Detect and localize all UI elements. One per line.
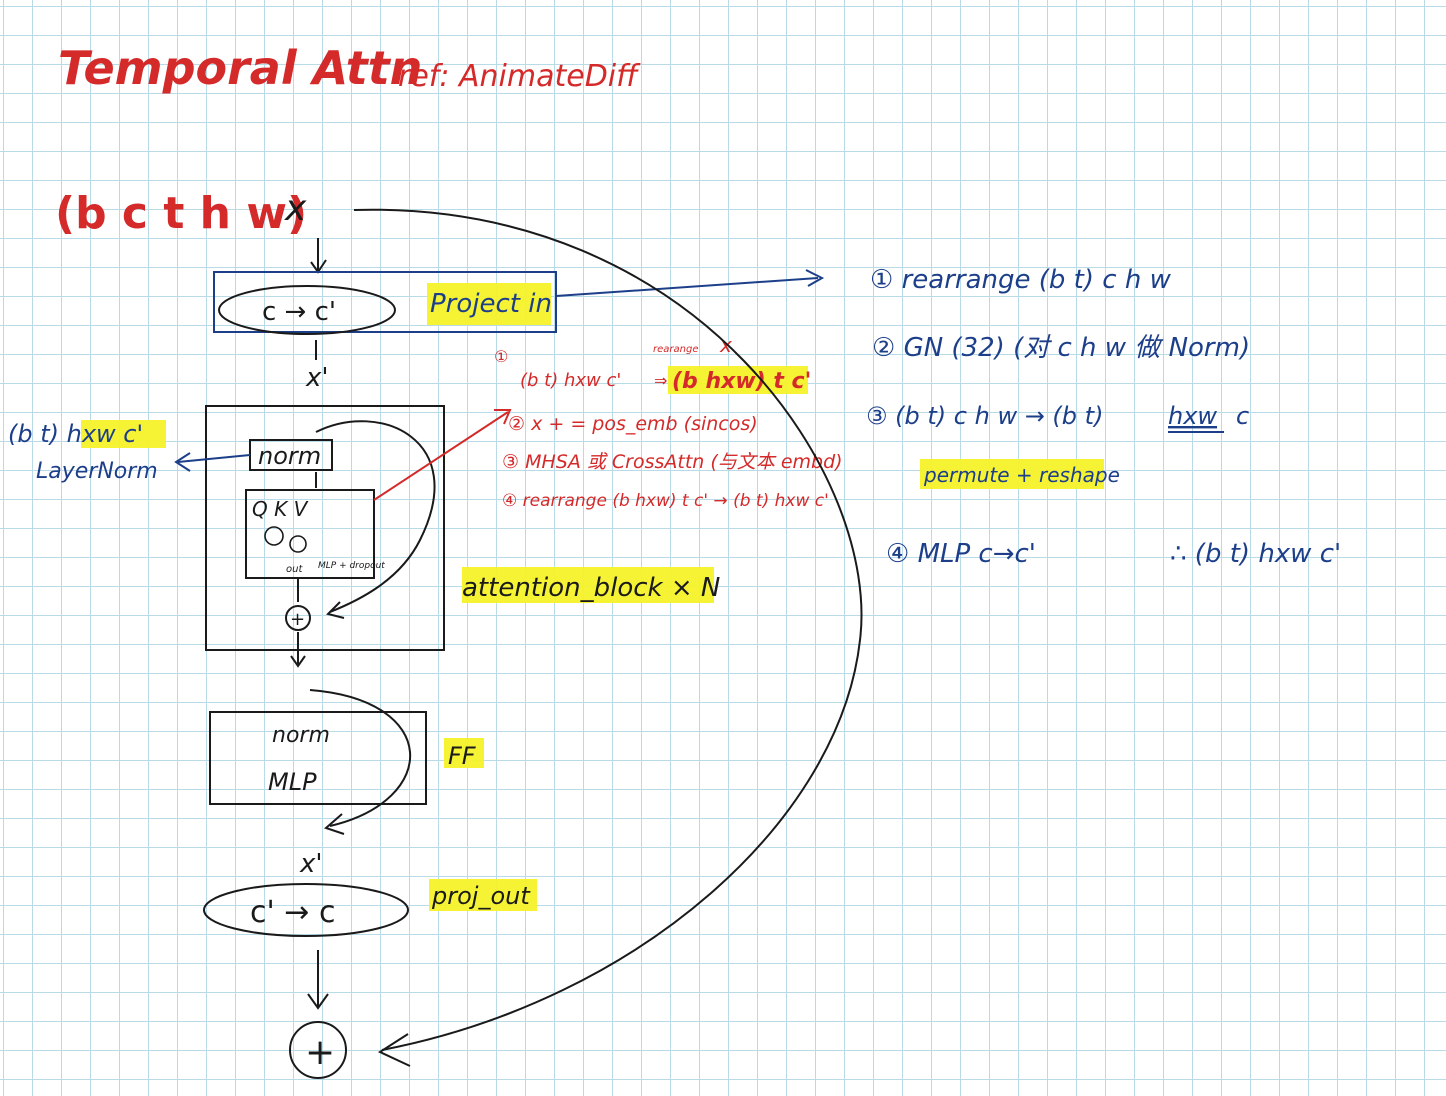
layernorm-label: LayerNorm bbox=[36, 459, 158, 484]
ff-box bbox=[209, 711, 427, 805]
input-shape: (b c t h w) bbox=[55, 188, 307, 239]
project-in-label: c → c' bbox=[262, 297, 336, 327]
detail-item3-right: c bbox=[1236, 402, 1249, 430]
project-in-detail-arrowhead bbox=[805, 269, 825, 287]
attn-plus-circle bbox=[285, 605, 311, 631]
detail-item4-right: ∴ (b t) hxw c' bbox=[1170, 539, 1341, 569]
project-in-tag: Project in bbox=[430, 289, 552, 319]
step1-left: (b t) hxw c' bbox=[520, 370, 621, 391]
shape-highlight bbox=[81, 420, 166, 448]
attn-plus: + bbox=[290, 609, 305, 630]
attn-input-shape: (b t) hxw c' bbox=[8, 420, 143, 448]
matmul-icon-2 bbox=[289, 535, 307, 553]
project-in-box bbox=[213, 271, 557, 333]
out-label: out bbox=[286, 564, 303, 575]
input-var: x bbox=[284, 188, 307, 229]
layernorm-arrowhead bbox=[174, 452, 191, 472]
proj-out-highlight bbox=[429, 879, 537, 911]
arrow-out-plus-head bbox=[307, 993, 329, 1010]
skip-connection-arrow bbox=[353, 208, 863, 1051]
permute-highlight bbox=[920, 459, 1104, 489]
title: Temporal Attn bbox=[58, 41, 422, 95]
attn-residual-arrow bbox=[315, 420, 436, 613]
detail-item4-left: ④ MLP c→c' bbox=[886, 539, 1036, 569]
layernorm-arrow bbox=[177, 454, 251, 463]
step1-right: (b hxw) t c' bbox=[672, 369, 811, 394]
qkv-label: Q K V bbox=[252, 497, 309, 521]
project-in-detail-arrow bbox=[555, 277, 819, 297]
arrow-attn-ff-head bbox=[290, 655, 306, 668]
after-proj-var: x' bbox=[305, 363, 329, 393]
proj-out-label: c' → c bbox=[250, 895, 335, 930]
step1-highlight bbox=[668, 366, 808, 394]
detail-item3-mid: hxw bbox=[1168, 402, 1217, 430]
detail-item3-tag: permute + reshape bbox=[923, 463, 1120, 487]
ff-tag: FF bbox=[448, 742, 477, 770]
rearrange-small: rearange bbox=[653, 344, 698, 355]
matmul-icon-1 bbox=[264, 526, 284, 546]
steps-arrow bbox=[373, 411, 509, 501]
ff-mlp: MLP bbox=[268, 768, 317, 796]
final-plus: + bbox=[305, 1032, 335, 1073]
project-in-highlight bbox=[427, 283, 551, 325]
step2: ② x + = pos_emb (sincos) bbox=[508, 413, 758, 435]
qkv-box bbox=[245, 489, 375, 579]
ff-residual-arrowhead bbox=[324, 813, 345, 835]
x-small: x bbox=[719, 333, 732, 357]
ff-residual-arrow bbox=[309, 689, 412, 827]
ff-norm: norm bbox=[272, 723, 330, 748]
proj-out-ellipse bbox=[203, 883, 409, 937]
final-plus-circle bbox=[289, 1021, 347, 1079]
detail-item3-left: ③ (b t) c h w → (b t) bbox=[866, 402, 1103, 430]
detail-item2: ② GN (32) (对 c h w 做 Norm) bbox=[872, 333, 1250, 363]
attention-block-box bbox=[205, 405, 445, 651]
ff-highlight bbox=[444, 738, 484, 768]
step1-marker: ① bbox=[494, 347, 508, 366]
proj-out-tag: proj_out bbox=[431, 882, 531, 910]
step4: ④ rearrange (b hxw) t c' → (b t) hxw c' bbox=[502, 491, 829, 511]
step3: ③ MHSA 或 CrossAttn (与文本 embd) bbox=[502, 451, 843, 473]
step1-arrow: ⇒ bbox=[654, 371, 667, 390]
detail-item1: ① rearrange (b t) c h w bbox=[870, 265, 1172, 295]
skip-connection-arrowhead bbox=[377, 1033, 411, 1067]
project-in-ellipse bbox=[218, 285, 396, 335]
norm-label: norm bbox=[258, 442, 321, 470]
steps-arrowhead bbox=[494, 409, 512, 425]
attention-block-tag: attention_block × N bbox=[462, 573, 720, 603]
reference: ref: AnimateDiff bbox=[398, 59, 641, 94]
mlp-dropout-label: MLP + dropout bbox=[318, 561, 385, 571]
attention-block-highlight bbox=[462, 567, 714, 603]
after-ff-var: x' bbox=[299, 849, 323, 879]
attn-residual-arrowhead bbox=[326, 601, 345, 619]
